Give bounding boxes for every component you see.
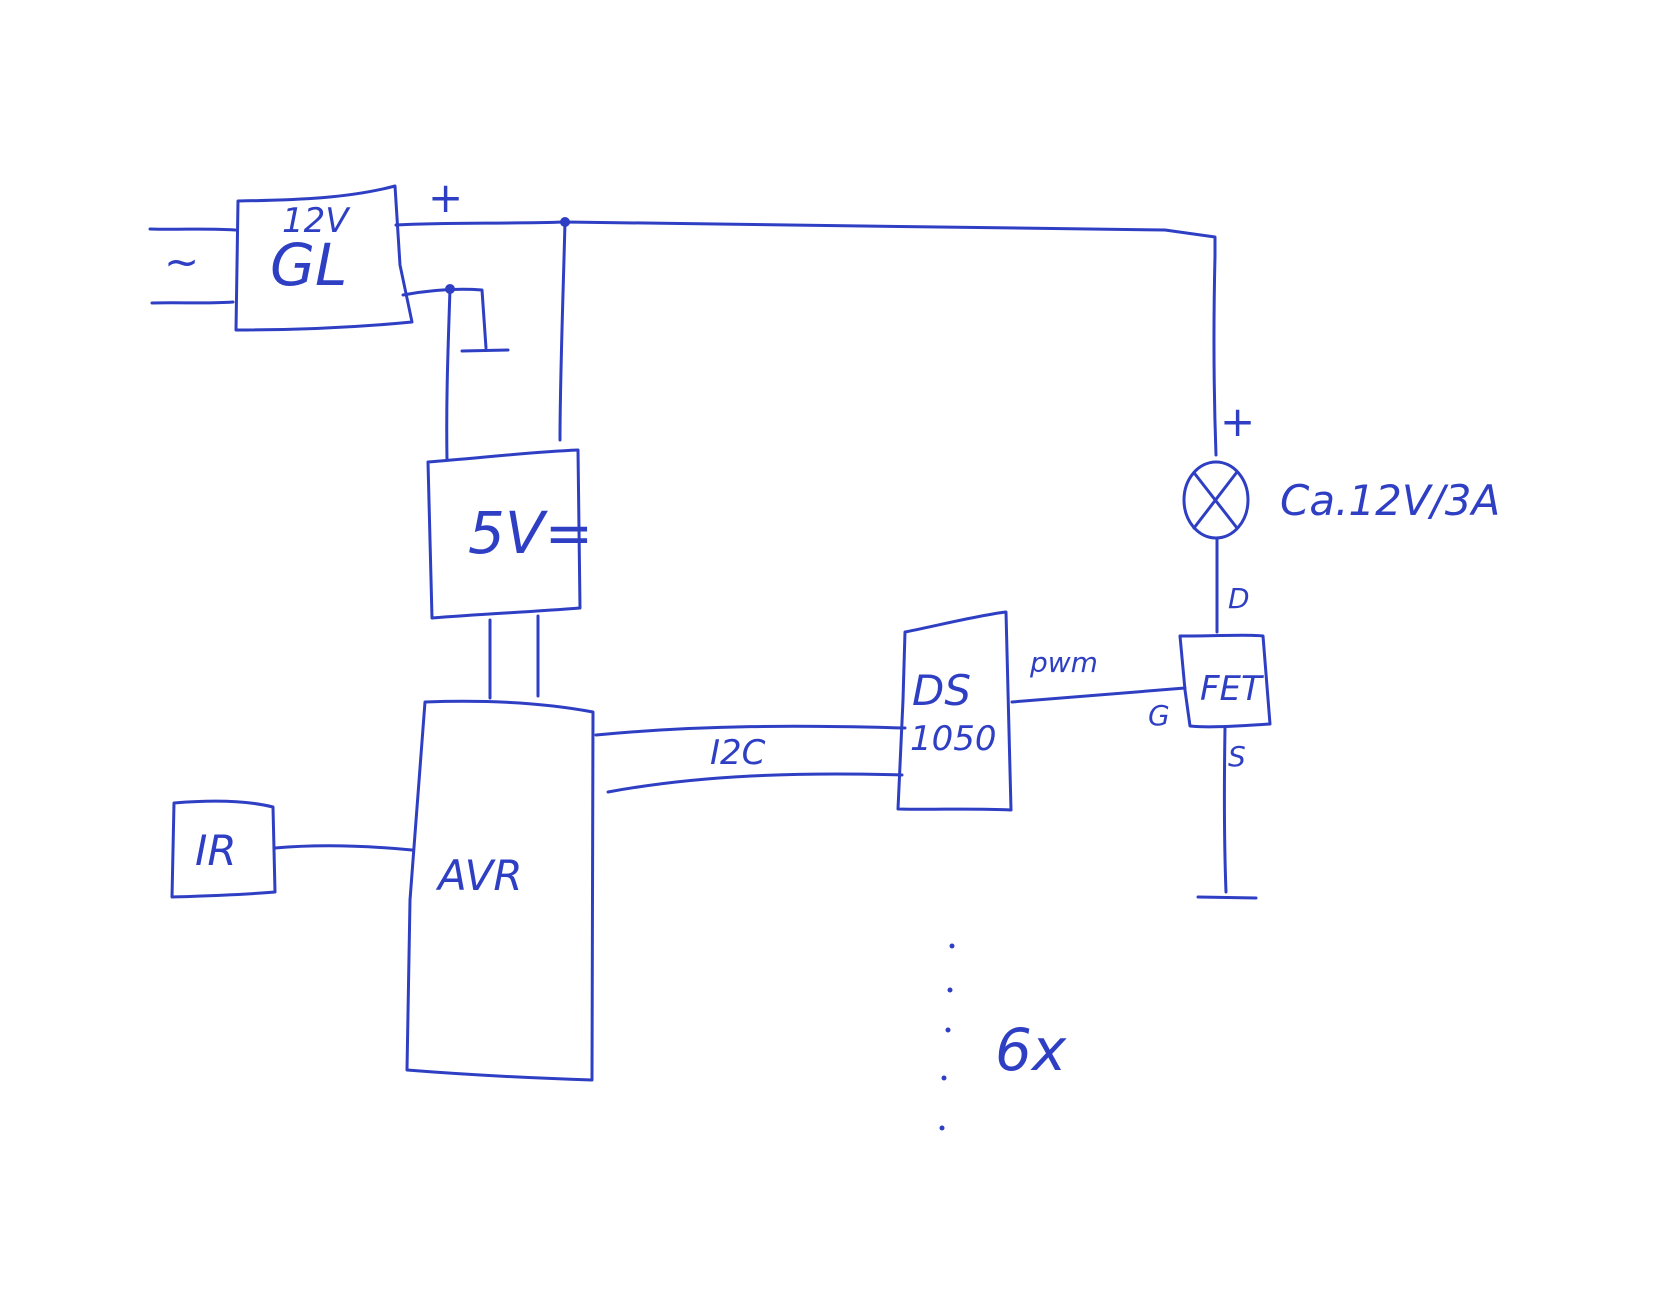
source-label: S	[1228, 740, 1246, 773]
fet-label: FET	[1200, 669, 1264, 709]
driver-block	[896, 610, 1013, 812]
avr-block	[405, 699, 595, 1082]
ground-symbol-supply	[460, 348, 510, 353]
fet-block	[1178, 633, 1272, 729]
lamp-rating-label: Ca.12V/3A	[1280, 476, 1500, 525]
power-supply-label: GL	[270, 231, 347, 299]
pwm-label: pwm	[1029, 646, 1098, 679]
driver-label-line2: 1050	[910, 719, 997, 759]
driver-label-line1: DS	[912, 666, 971, 715]
ac-input-line-top	[148, 227, 237, 232]
gate-label: G	[1148, 699, 1170, 732]
drain-label: D	[1228, 582, 1250, 615]
power-supply-voltage-label: 12V	[282, 201, 351, 241]
lamp-symbol	[1182, 460, 1250, 540]
ir-label: IR	[195, 826, 237, 875]
rail-to-lamp-line	[1212, 254, 1218, 457]
positive-rail	[394, 220, 1217, 258]
lamp-plus-label: +	[1220, 397, 1255, 446]
ground-to-regulator	[445, 287, 452, 462]
power-supply-block	[234, 184, 414, 332]
i2c-line-lower	[606, 772, 904, 794]
pwm-line	[1010, 686, 1187, 704]
i2c-label: I2C	[710, 733, 766, 773]
ac-input-line-bottom	[150, 300, 235, 305]
ir-to-avr-line	[273, 844, 414, 852]
avr-label: AVR	[435, 851, 523, 900]
ir-block	[170, 799, 277, 899]
regulator-label: 5V=	[468, 499, 593, 567]
rail-to-regulator	[558, 220, 567, 442]
supply-plus-label: +	[428, 173, 463, 222]
fet-to-ground-line	[1222, 726, 1228, 894]
regulator-block	[426, 448, 582, 620]
i2c-line-upper	[594, 724, 907, 737]
ac-symbol: ~	[164, 237, 199, 286]
multiplier-label: 6x	[995, 1016, 1067, 1084]
supply-ground-lead	[401, 287, 488, 350]
repeat-dots	[939, 943, 955, 1131]
ground-symbol-load	[1196, 895, 1258, 900]
